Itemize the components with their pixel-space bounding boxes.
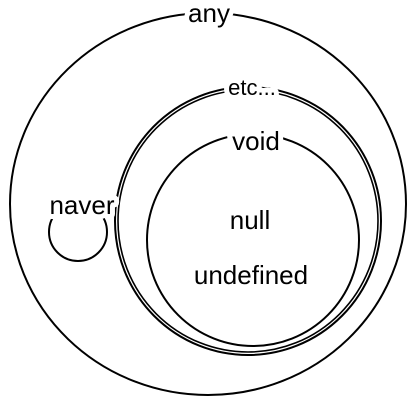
set-naver: naver	[44, 185, 120, 262]
set-void: void null undefined	[146, 121, 360, 347]
any-circle	[9, 12, 407, 396]
naver-circle	[48, 202, 108, 262]
any-label: any	[188, 0, 230, 28]
etc-label: etc...	[228, 75, 276, 100]
null-label: null	[230, 205, 270, 235]
void-label: void	[232, 126, 280, 156]
etc-circle-outer	[114, 86, 382, 356]
naver-label: naver	[49, 190, 114, 220]
set-any: any	[9, 0, 407, 396]
set-etc: etc...	[114, 70, 382, 356]
etc-circle-inner	[117, 89, 379, 353]
void-circle	[146, 133, 360, 347]
undefined-label: undefined	[194, 260, 308, 290]
